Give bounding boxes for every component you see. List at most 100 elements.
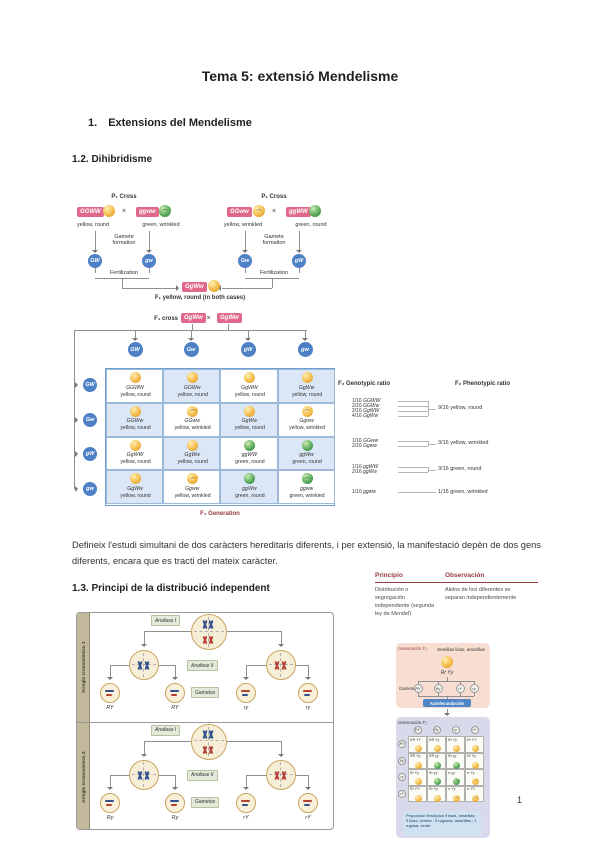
cross-sign: ×: [206, 315, 211, 322]
down-arrowhead: [278, 644, 284, 647]
gamete-circle-small: RY: [413, 726, 422, 734]
genotype-chip: GGWW: [77, 207, 104, 217]
gamete-cell: [298, 683, 318, 703]
parent1-phenotype: yellow, wrinkled: [223, 222, 263, 228]
cell-phenotype: yellow, round: [120, 391, 151, 398]
phenotypic-ratio-header: F₂ Phenotypic ratio: [455, 381, 511, 387]
genotype-chip: ggWW: [286, 207, 311, 217]
f2-cell: rr YY: [465, 785, 484, 802]
meiosis-cell: [266, 759, 296, 790]
genotype-ratio-item: 1/16 GGww: [352, 438, 379, 444]
chromosome: [303, 690, 312, 692]
page-number: 1: [517, 795, 523, 805]
pea-yellow-round-icon: [415, 794, 422, 802]
gamete-circle: gW: [292, 254, 306, 268]
gamete-circle: gW: [83, 447, 97, 461]
genotype-ratio-item: 2/16 Ggww: [352, 443, 378, 449]
down-arrowhead: [243, 786, 249, 790]
gamete-cell: [165, 792, 185, 813]
gamete-circle-small: Ry: [432, 726, 441, 734]
gamete-circle: GW: [127, 342, 143, 357]
pea-yellow-round-icon: [130, 439, 141, 451]
f2-cell-genotype: RR yy: [429, 754, 439, 759]
gamete-cell: [100, 792, 120, 813]
meiosis-cell: [129, 650, 159, 680]
gamete-circle: gW: [240, 342, 256, 357]
f1-generation-label: Generación F₁: [398, 646, 427, 651]
genotypic-ratio-header: F₂ Genotypic ratio: [338, 381, 391, 387]
f2-cell-genotype: rr YY: [467, 787, 476, 792]
f2-generation-caption: F₂ Generation: [200, 511, 240, 517]
gamete-label: rY: [243, 814, 249, 821]
heading-text: Extensions del Mendelisme: [108, 117, 252, 129]
genotype-chip: GGww: [227, 207, 252, 217]
pea-yellow-round-icon: [434, 745, 441, 752]
heading-number: 1.: [88, 117, 98, 129]
cell-genotype: GGWw: [183, 384, 201, 391]
genotype-ratio-item: 2/16 GgWW: [352, 408, 380, 414]
gamete-cell: [236, 683, 256, 703]
connector-line: [418, 681, 419, 684]
connector-line: [192, 324, 193, 330]
pea-yellow-wrinkled-icon: [187, 405, 199, 417]
table-body-row: Distribución o segregación independiente…: [375, 583, 538, 619]
connector-line: [74, 330, 307, 331]
connector-line: [281, 631, 282, 646]
cell-phenotype: yellow, round: [291, 391, 323, 398]
connector-line: [175, 665, 176, 679]
f2-cell-genotype: rr yy: [448, 770, 455, 775]
chromosome: [242, 803, 248, 806]
f1-phenotype: Semillas lisas, amarillas: [437, 647, 485, 652]
connector-line: [245, 231, 246, 250]
f2-cell: Rr yy: [446, 752, 465, 769]
heading-extensions: 1. Extensions del Mendelisme: [88, 117, 252, 129]
parent2-phenotype: green, round: [295, 222, 327, 228]
pea-yellow-wrinkled-icon: [187, 473, 199, 485]
gamete-circle-small: Ry: [433, 684, 443, 693]
connector-line: [246, 665, 266, 666]
genotype-ratio-item: 1/16 GGWW: [352, 398, 381, 404]
connector-line: [460, 693, 461, 696]
gamete-circle-small: Ry: [398, 756, 406, 765]
f2-cell: RR YY: [408, 736, 427, 753]
gamete-circle-small: RY: [413, 684, 423, 693]
f2-cell-genotype: Rr YY: [467, 737, 477, 742]
connector-line: [222, 288, 272, 289]
pea-yellow-wrinkled-icon: [301, 405, 313, 417]
pea-crease: [255, 208, 263, 214]
connector-line: [135, 330, 136, 338]
gamete-circle-small: RY: [398, 740, 406, 749]
connector-line: [228, 324, 229, 330]
f1-genotype: Rr Yy: [440, 669, 454, 676]
down-arrowhead: [146, 250, 152, 253]
cell-phenotype: yellow, round: [120, 425, 151, 432]
connector-line: [248, 330, 249, 338]
connector-line: [149, 231, 150, 250]
connector-line: [398, 492, 436, 493]
connector-line: [110, 665, 111, 679]
pea-yellow-round-icon: [244, 372, 256, 383]
table-body-cell: Alelos de loci diferentes se separan ind…: [445, 587, 517, 601]
f2-cell: Rr YY: [408, 785, 427, 802]
connector-line: [398, 467, 428, 468]
f2-cell: rr Yy: [465, 769, 484, 786]
f2-cell-genotype: Rr YY: [410, 787, 420, 792]
cell-genotype: GgWw: [184, 452, 200, 459]
f2-cell-genotype: RR Yy: [429, 737, 440, 742]
pea-yellow-round-icon: [453, 745, 460, 752]
gamete-circle: GW: [88, 254, 102, 268]
down-arrowhead: [278, 753, 284, 757]
down-arrowhead: [107, 786, 113, 790]
connector-line: [460, 681, 461, 684]
pea-crease: [304, 409, 311, 414]
connector-line: [159, 665, 175, 666]
fertilization-label: Fertilization: [259, 270, 289, 276]
